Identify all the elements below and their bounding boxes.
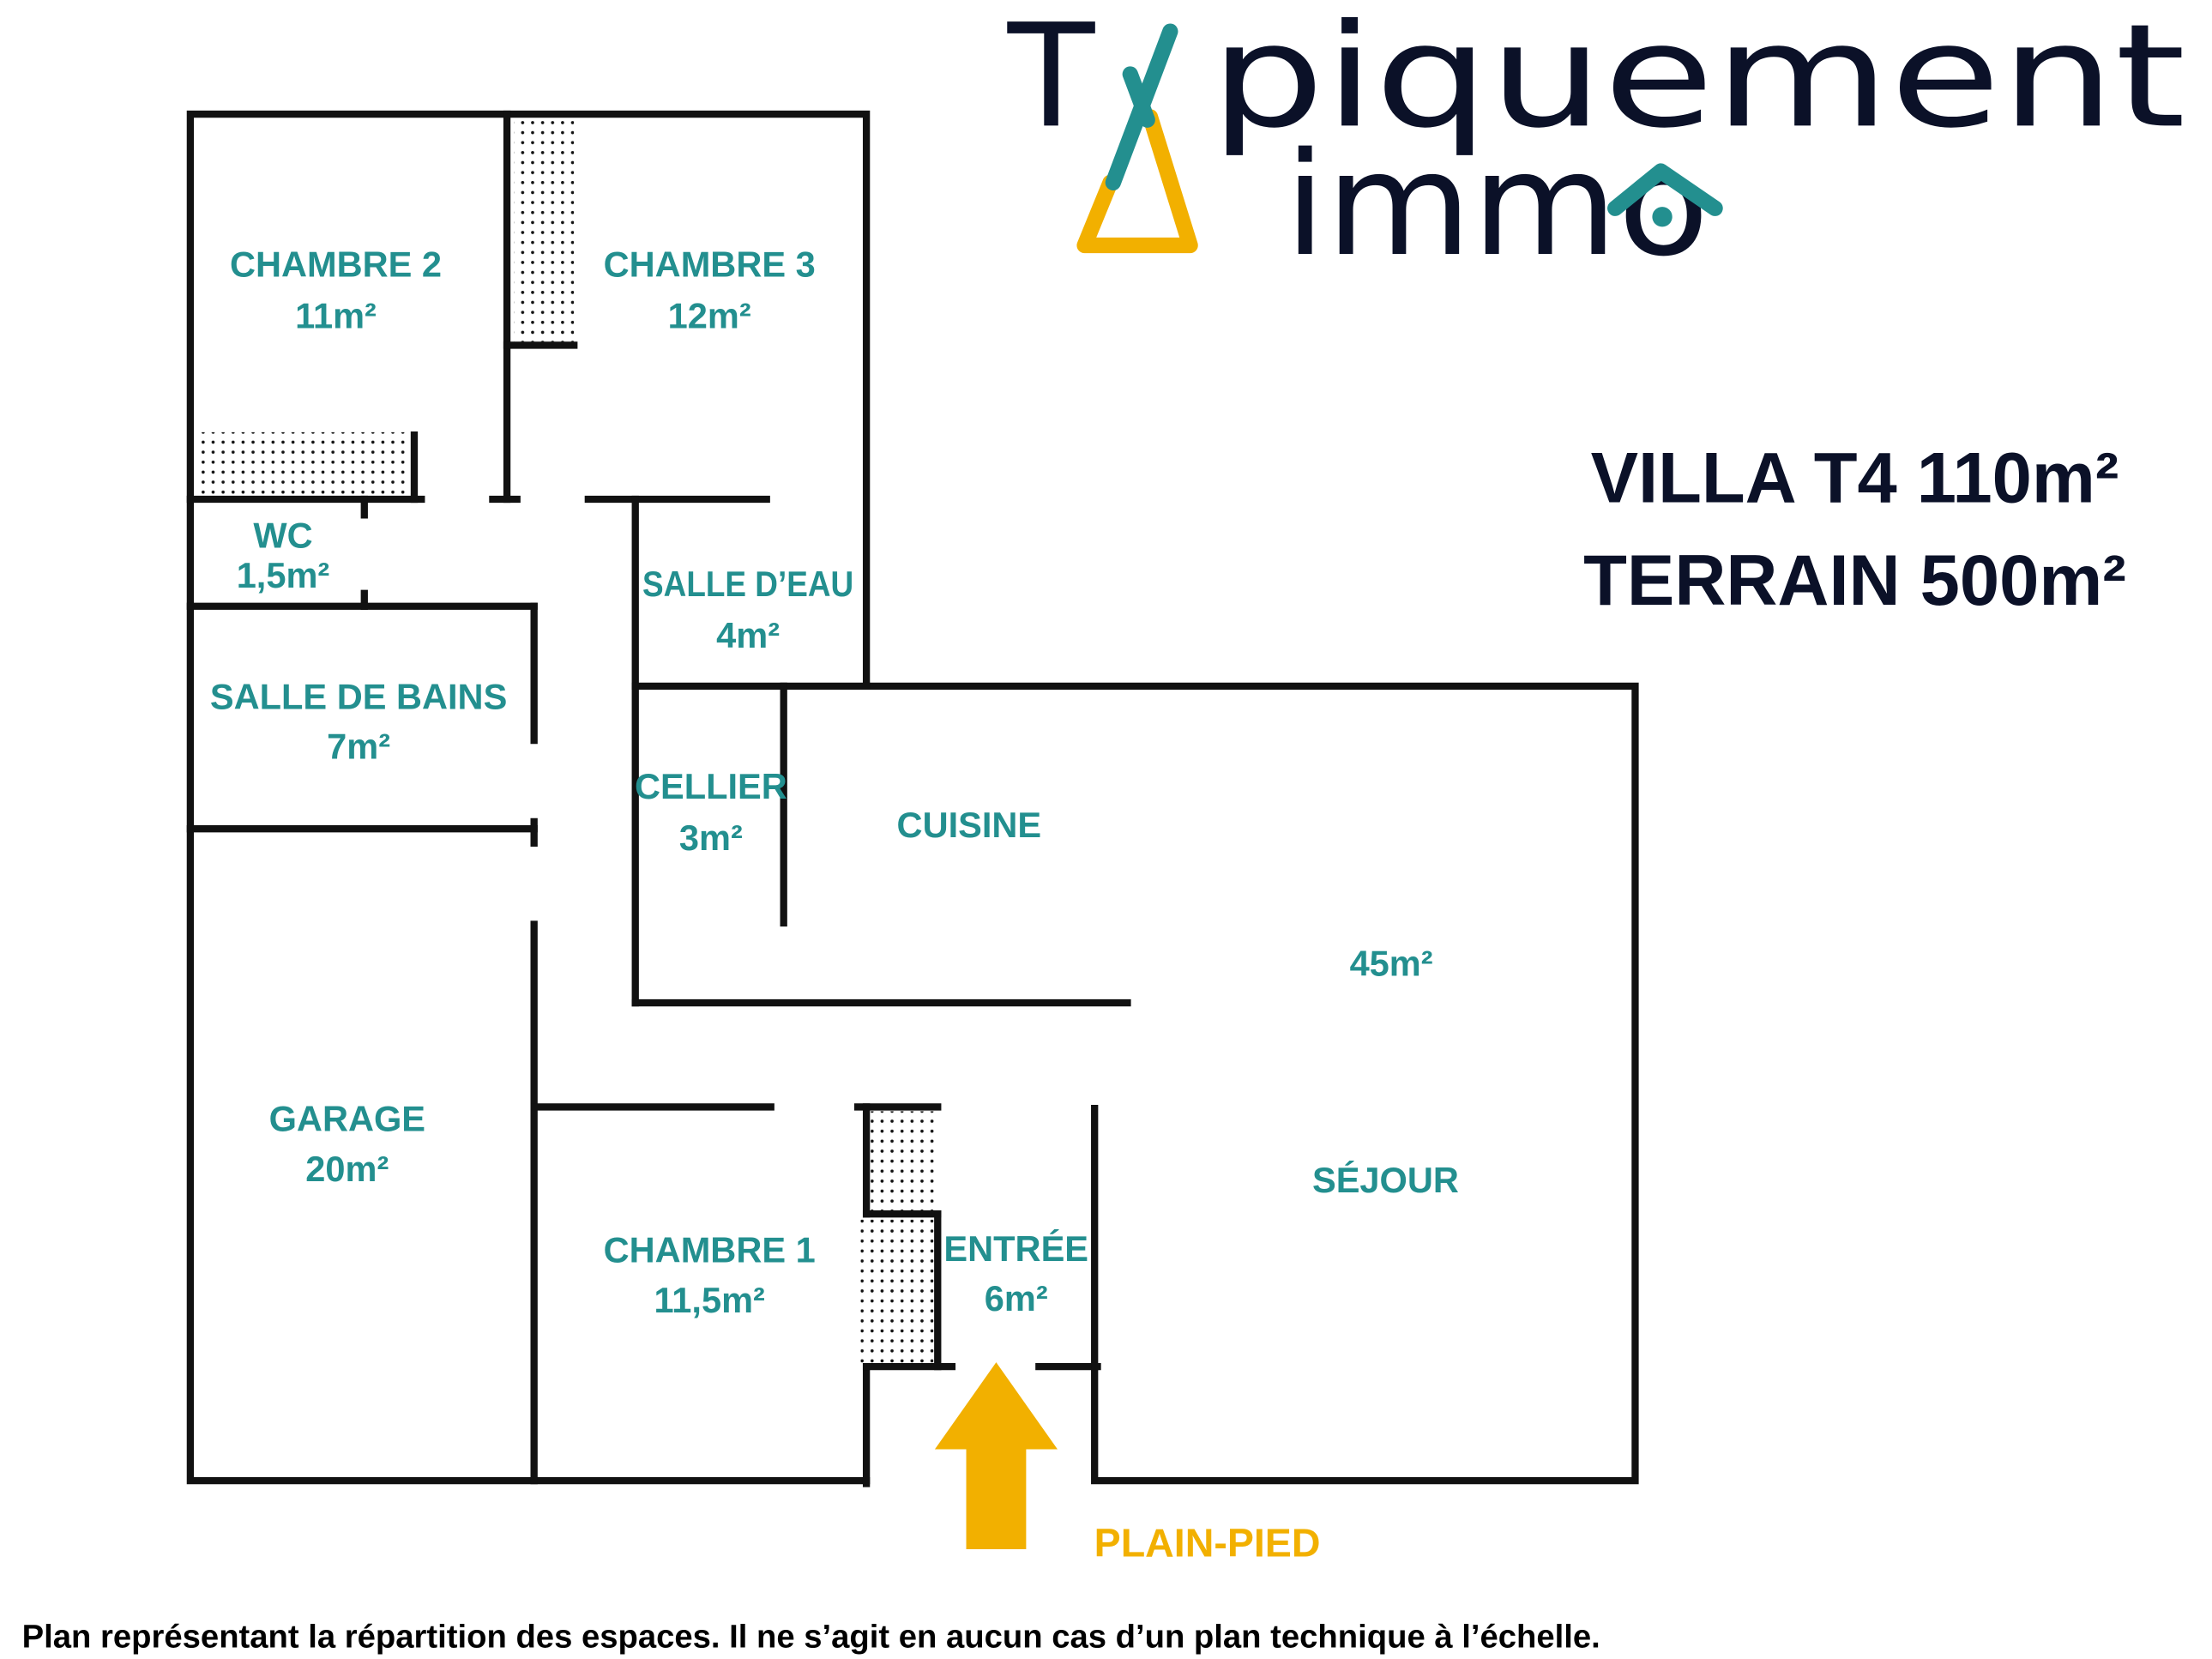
logo-roof-icon [1607,163,1723,216]
logo-word-immo: immo [1284,123,1709,288]
room-chambre-3: CHAMBRE 3 12m² [604,244,816,336]
entrance-label: PLAIN-PIED [1094,1520,1321,1565]
room-cuisine: CUISINE [897,805,1042,845]
disclaimer: Plan représentant la répartition des esp… [22,1619,1600,1656]
room-salle-de-bains: SALLE DE BAINS 7m² [210,676,507,766]
room-cellier: CELLIER 3m² [635,766,787,858]
room-name: ENTRÉE [943,1228,1088,1269]
closet-chambre1 [860,1219,934,1364]
room-garage: GARAGE 20m² [269,1099,425,1189]
room-sejour: 45m² SÉJOUR [1312,943,1459,1200]
room-area: 45m² [1350,943,1433,983]
room-name: CHAMBRE 3 [604,244,816,285]
room-salle-d-eau: SALLE D’EAU 4m² [642,564,853,655]
logo-dot-icon [1652,207,1673,227]
room-wc: WC 1,5m² [237,516,330,596]
closet-chambre3 [514,118,575,344]
logo-word-piquement: piquement [1210,0,2185,160]
logo: T piquement immo [1007,0,2186,288]
room-name: CELLIER [635,766,787,806]
room-area: 4m² [716,615,780,655]
room-name: GARAGE [269,1099,425,1139]
room-name: CHAMBRE 1 [604,1230,816,1270]
room-chambre-2: CHAMBRE 2 11m² [230,244,442,336]
room-area: 3m² [679,817,743,858]
room-entree: ENTRÉE 6m² [943,1228,1088,1318]
closet-entree [871,1111,937,1211]
entrance-arrow-icon [934,1362,1058,1549]
walls [186,110,1639,1487]
room-area: 20m² [305,1149,389,1189]
room-chambre-1: CHAMBRE 1 11,5m² [604,1230,816,1320]
room-area: 1,5m² [237,555,330,595]
room-area: 7m² [327,727,390,767]
logo-triangle-icon [1076,109,1198,254]
room-name: SÉJOUR [1312,1160,1459,1200]
closet-chambre2 [196,431,412,497]
logo-y-stroke-icon [1122,66,1155,128]
room-name: CUISINE [897,805,1042,845]
room-area: 6m² [985,1278,1048,1318]
room-name: SALLE D’EAU [642,564,853,604]
room-area: 12m² [668,295,751,335]
logo-letter-t: T [1007,0,1096,160]
room-name: WC [253,516,312,556]
property-title: VILLA T4 110m² [1591,437,2119,517]
room-area: 11,5m² [654,1280,764,1320]
room-name: CHAMBRE 2 [230,244,442,285]
room-area: 11m² [295,295,377,335]
land-area-title: TERRAIN 500m² [1583,540,2126,620]
room-name: SALLE DE BAINS [210,676,507,716]
